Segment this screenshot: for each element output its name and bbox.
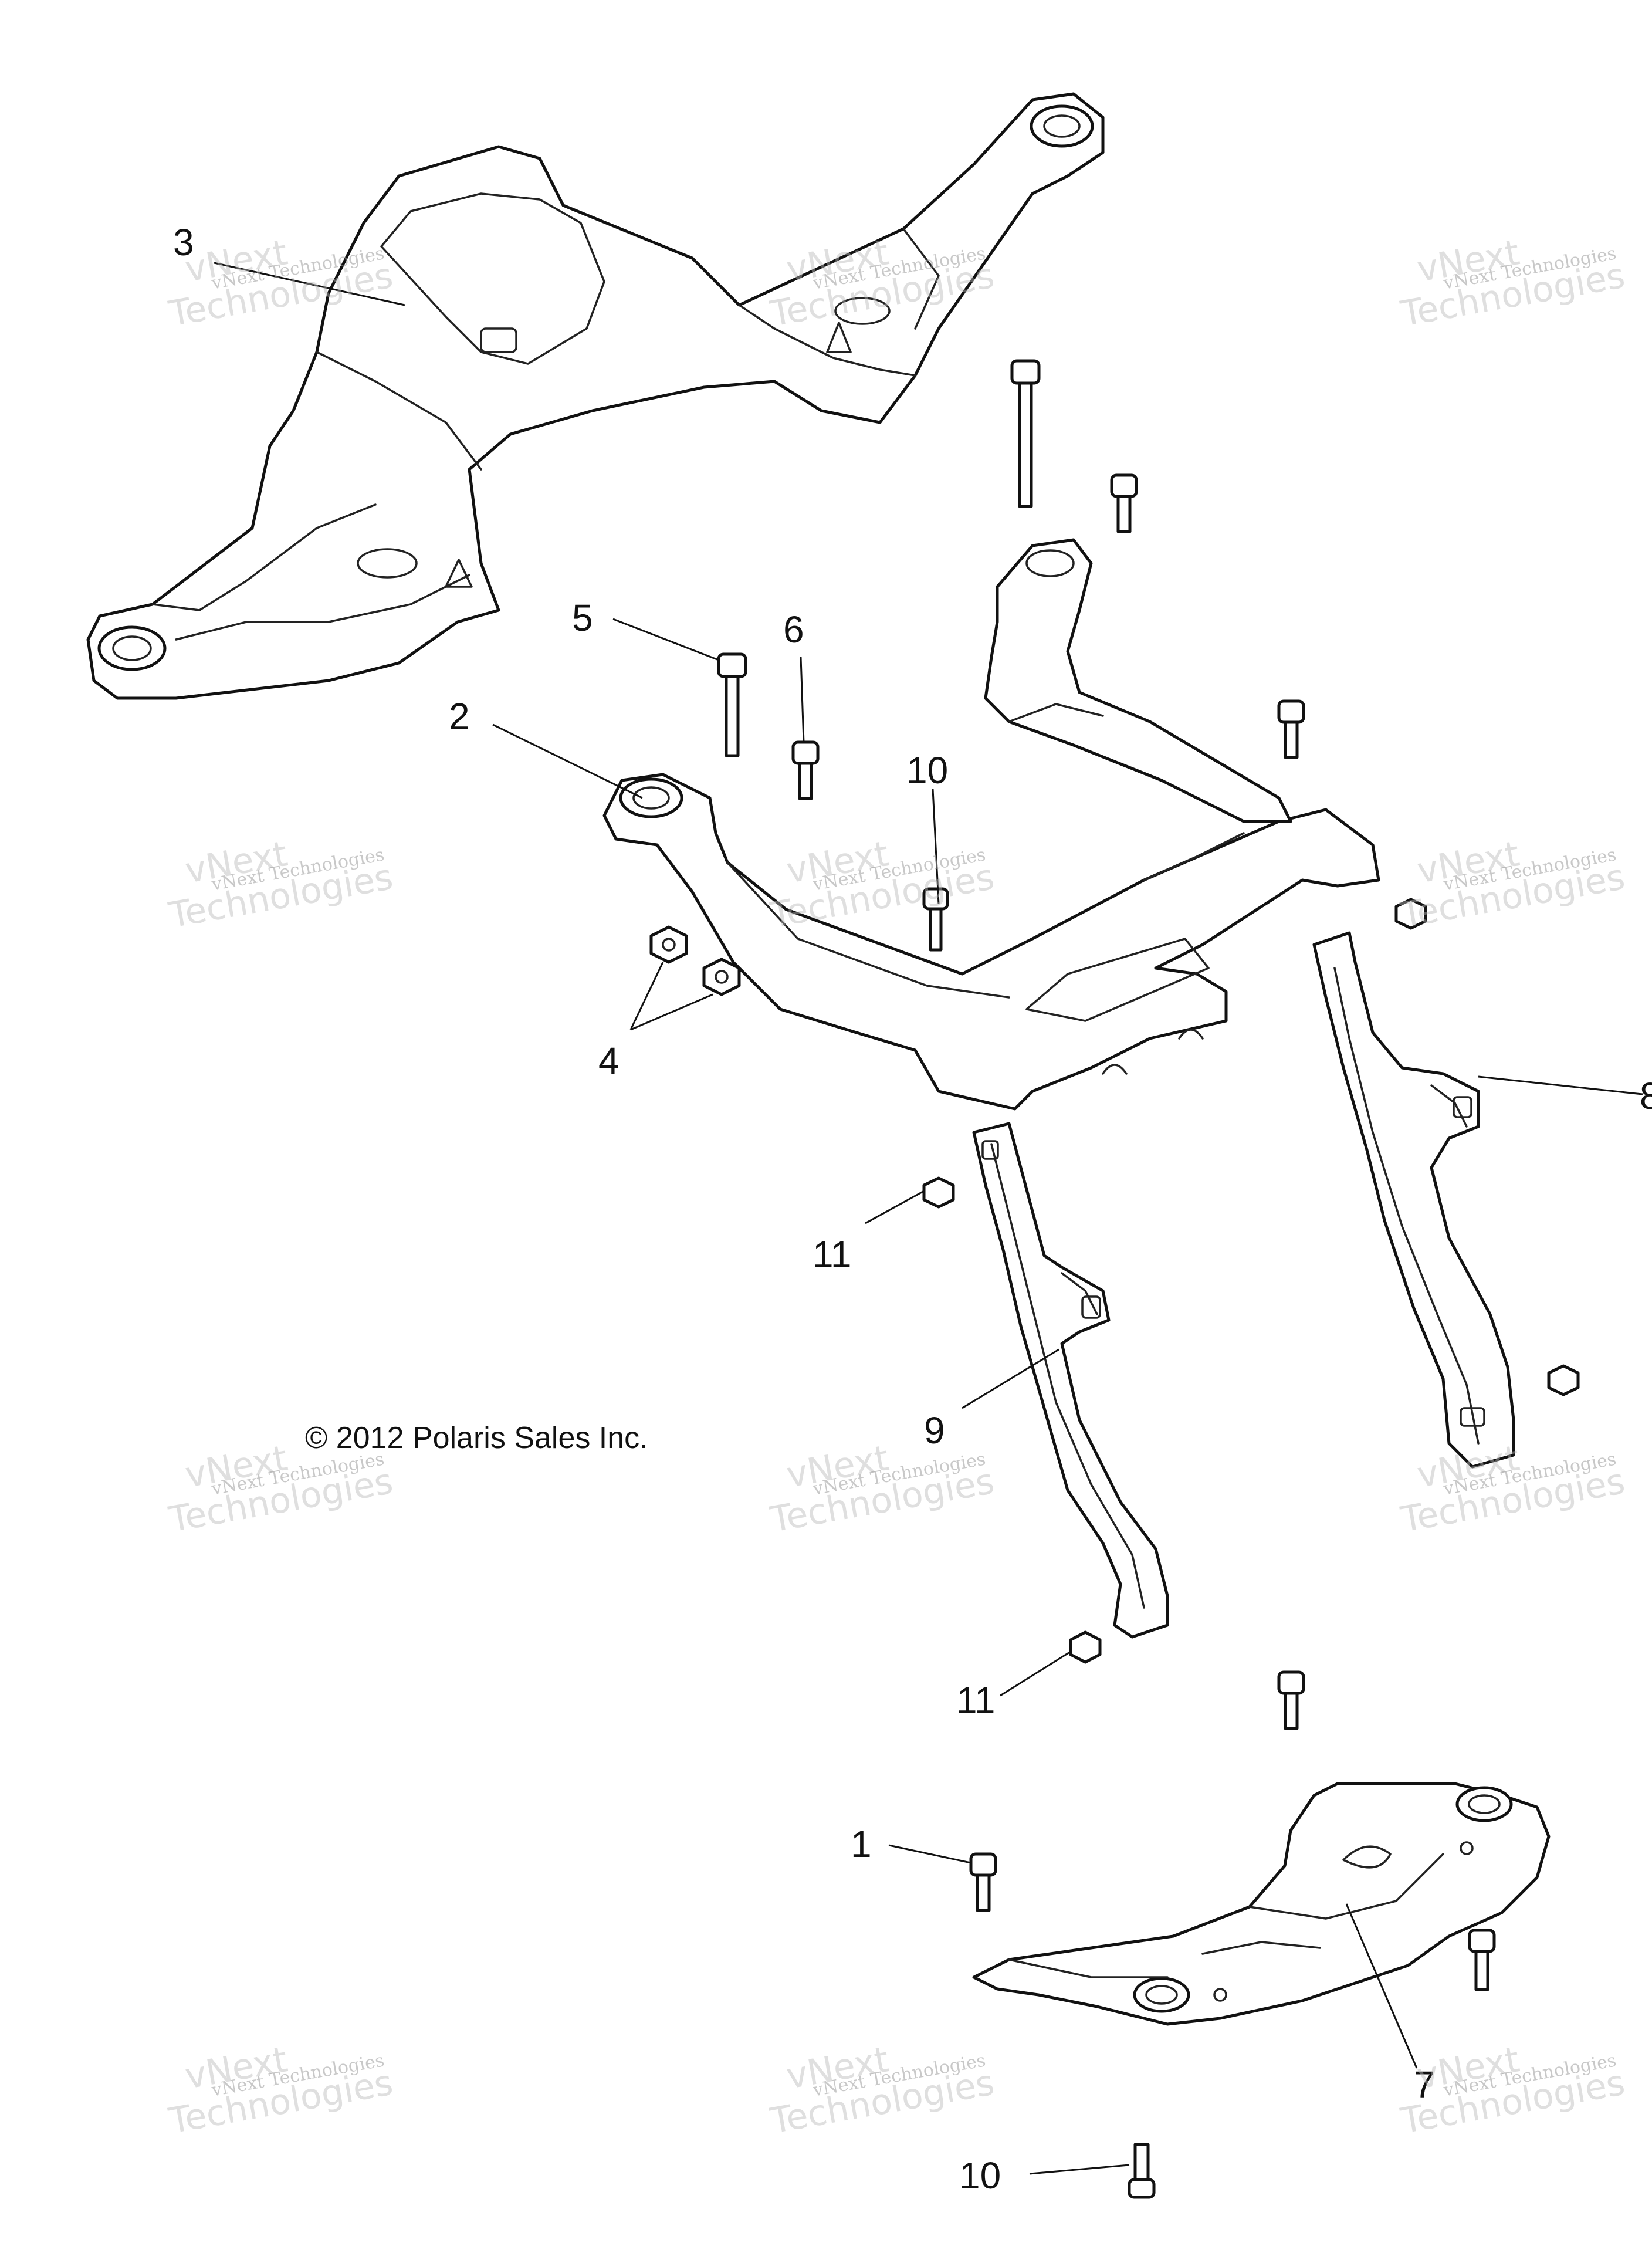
bolt-lower-right [1468, 1929, 1496, 1991]
bolt-6 [791, 740, 820, 800]
nut-4a [649, 925, 688, 964]
callout-6: 6 [783, 608, 804, 651]
callout-1: 1 [851, 1823, 872, 1865]
callout-5: 5 [572, 597, 593, 639]
watermark-bottom-center: vNext Technologies vNext Technologies [767, 2039, 997, 2142]
bolt-top-short [1110, 473, 1138, 533]
nut-right-upper [1394, 898, 1427, 930]
watermark-top-right: vNext Technologies vNext Technologies [1397, 232, 1628, 334]
callout-10b: 10 [959, 2154, 1001, 2197]
callout-2: 2 [449, 695, 470, 738]
watermark-mid-right: vNext Technologies vNext Technologies [1397, 833, 1628, 936]
watermark-mid-left: vNext Technologies vNext Technologies [165, 833, 396, 936]
nut-11-lower [1069, 1630, 1102, 1664]
watermark-bottom-right: vNext Technologies vNext Technologies [1397, 2039, 1628, 2142]
part-7-lower-crossmember [972, 1782, 1551, 2026]
callout-4: 4 [598, 1040, 620, 1082]
bolt-lower-center [1277, 1670, 1305, 1730]
part-3-upper-frame [86, 92, 1105, 700]
watermark-bottom-left: vNext Technologies vNext Technologies [165, 2039, 396, 2142]
bolt-1 [969, 1852, 997, 1912]
nut-right-lower [1547, 1364, 1580, 1396]
callout-11a: 11 [813, 1233, 851, 1276]
watermark-mid-center: vNext Technologies vNext Technologies [767, 833, 997, 936]
callout-7: 7 [1414, 2063, 1435, 2106]
callouts: 3 2 5 6 10 4 8 11 9 11 1 7 10 [173, 221, 1652, 2197]
leader-lines [214, 262, 1643, 2175]
callout-9: 9 [924, 1409, 945, 1452]
callout-3: 3 [173, 221, 194, 263]
bolt-5 [717, 652, 747, 757]
part-9-left-bracket [972, 1122, 1169, 1639]
bolt-top-long [1010, 359, 1041, 508]
callout-10a: 10 [906, 749, 948, 791]
part-8-right-bracket [1312, 931, 1515, 1469]
nut-11-upper [922, 1176, 955, 1209]
callout-8: 8 [1640, 1075, 1652, 1117]
callout-11b: 11 [956, 1679, 995, 1721]
bolt-10-lower [1128, 2143, 1156, 2199]
bolt-right-short [1277, 699, 1305, 759]
nut-4b [702, 958, 741, 996]
part-2-middle-frame [602, 538, 1380, 1111]
watermark-low-right: vNext Technologies vNext Technologies [1397, 1437, 1628, 1540]
copyright-notice: © 2012 Polaris Sales Inc. [305, 1421, 648, 1455]
watermark-low-center: vNext Technologies vNext Technologies [767, 1437, 997, 1540]
bolt-10-upper [922, 887, 949, 952]
